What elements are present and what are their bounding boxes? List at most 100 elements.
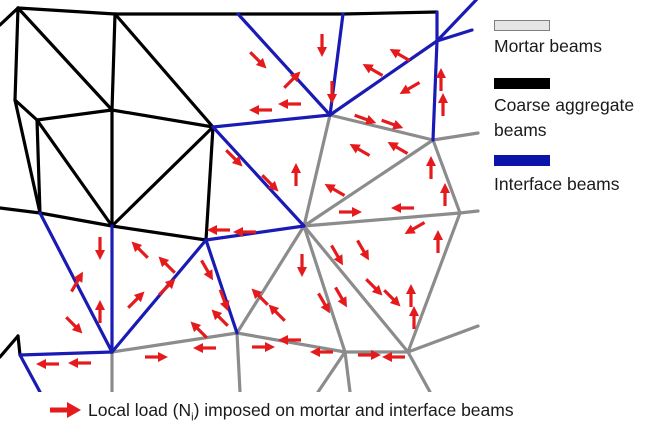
mortar-beam	[431, 138, 462, 215]
local-load-arrow	[233, 227, 256, 237]
load-caption-text: Local load (Ni) imposed on mortar and in…	[88, 396, 514, 432]
mortar-beam	[235, 331, 242, 392]
local-load-arrow-icon	[50, 402, 81, 418]
local-load-arrow	[389, 49, 411, 62]
coarse-beam	[13, 6, 20, 102]
local-load-arrow	[193, 343, 216, 353]
local-load-arrow	[218, 289, 230, 312]
local-load-arrow	[131, 241, 149, 259]
coarse-beam	[35, 118, 42, 215]
mortar-beam	[406, 350, 432, 392]
interface-beam	[236, 12, 332, 117]
coarse-beam	[13, 98, 39, 122]
local-load-arrow	[207, 225, 230, 235]
local-load-arrow	[334, 286, 347, 308]
coarse-swatch	[494, 78, 550, 89]
mortar-beam	[343, 350, 352, 392]
mortar-beam	[235, 224, 306, 335]
coarse-beam	[110, 125, 215, 228]
local-load-arrow	[362, 64, 384, 77]
mortar-swatch	[494, 20, 550, 31]
caption-subscript: i	[191, 411, 194, 424]
interface-beam	[18, 350, 114, 357]
mortar-beam	[110, 331, 239, 354]
local-load-arrow	[310, 347, 333, 357]
interface-beam	[110, 238, 208, 354]
coarse-beam	[113, 12, 215, 129]
coarse-beam	[110, 108, 215, 129]
local-load-arrow	[252, 342, 275, 352]
coarse-beam	[35, 108, 114, 122]
local-load-arrow	[268, 304, 286, 322]
local-load-arrow	[387, 142, 409, 155]
local-load-arrow	[36, 359, 59, 369]
local-load-arrow	[317, 34, 327, 57]
local-load-arrow	[158, 256, 176, 274]
local-load-arrow	[382, 352, 405, 362]
local-load-arrow	[249, 51, 267, 69]
interface-label: Interface beams	[494, 174, 620, 194]
local-load-arrow	[200, 259, 213, 281]
local-load-arrow	[391, 203, 414, 213]
caption-prefix: Local load (N	[88, 400, 192, 420]
mortar-beam	[316, 350, 347, 392]
mortar-beam	[302, 211, 462, 228]
coarse-beam	[13, 98, 42, 215]
coarse-beam	[38, 211, 114, 228]
local-load-arrow	[354, 113, 377, 125]
local-load-arrow	[278, 335, 301, 345]
local-load-arrow	[127, 291, 145, 309]
local-load-arrow	[356, 239, 369, 261]
coarse-beam	[110, 12, 117, 112]
local-load-arrow	[327, 81, 337, 104]
mortar-beam	[406, 324, 480, 354]
local-load-arrow	[339, 207, 362, 217]
caption-suffix: ) imposed on mortar and interface beams	[193, 400, 514, 420]
mortar-beam	[406, 211, 462, 354]
local-load-arrow	[330, 244, 343, 266]
mortar-beam	[302, 224, 410, 354]
local-load-arrow	[406, 284, 416, 307]
local-load-arrow	[317, 292, 330, 314]
coarse-label-line2: beams	[494, 120, 547, 140]
coarse-beam	[0, 206, 42, 215]
interface-beam	[211, 125, 306, 228]
coarse-beam	[16, 6, 117, 16]
local-load-arrow	[297, 254, 307, 277]
local-load-arrow	[65, 316, 83, 334]
interface-beam	[431, 39, 439, 142]
local-load-arrow	[436, 68, 446, 91]
local-load-arrow	[404, 221, 426, 234]
local-load-arrow	[145, 352, 168, 362]
local-load-arrow	[249, 105, 272, 115]
local-load-arrow	[433, 230, 443, 253]
local-load-arrow	[251, 288, 269, 306]
coarse-beam	[35, 118, 114, 228]
local-load-arrow	[381, 118, 404, 130]
interface-beam	[435, 28, 474, 43]
coarse-beam	[16, 334, 22, 357]
interface-beam	[204, 238, 239, 335]
coarse-beam	[110, 224, 208, 242]
lattice-mesh-diagram	[0, 0, 480, 392]
local-load-arrow	[358, 350, 381, 360]
coarse-beam	[0, 6, 20, 27]
coarse-beam	[204, 125, 215, 242]
mortar-label: Mortar beams	[494, 36, 602, 56]
interface-swatch	[494, 155, 550, 166]
mortar-beam	[302, 138, 435, 228]
mortar-beam	[328, 113, 435, 142]
local-load-arrow	[440, 183, 450, 206]
mortar-beam	[431, 131, 480, 142]
interface-beam	[18, 353, 42, 392]
mortar-beam	[458, 209, 480, 215]
lattice-beams	[0, 0, 480, 392]
local-load-arrow	[438, 93, 448, 116]
local-load-arrow	[278, 99, 301, 109]
coarse-label-line1: Coarse aggregate	[494, 95, 635, 115]
local-load-arrow	[95, 237, 105, 260]
mortar-beam	[302, 224, 347, 354]
local-load-arrow	[68, 358, 91, 368]
local-load-arrow	[324, 184, 346, 197]
local-load-arrows	[36, 34, 450, 369]
